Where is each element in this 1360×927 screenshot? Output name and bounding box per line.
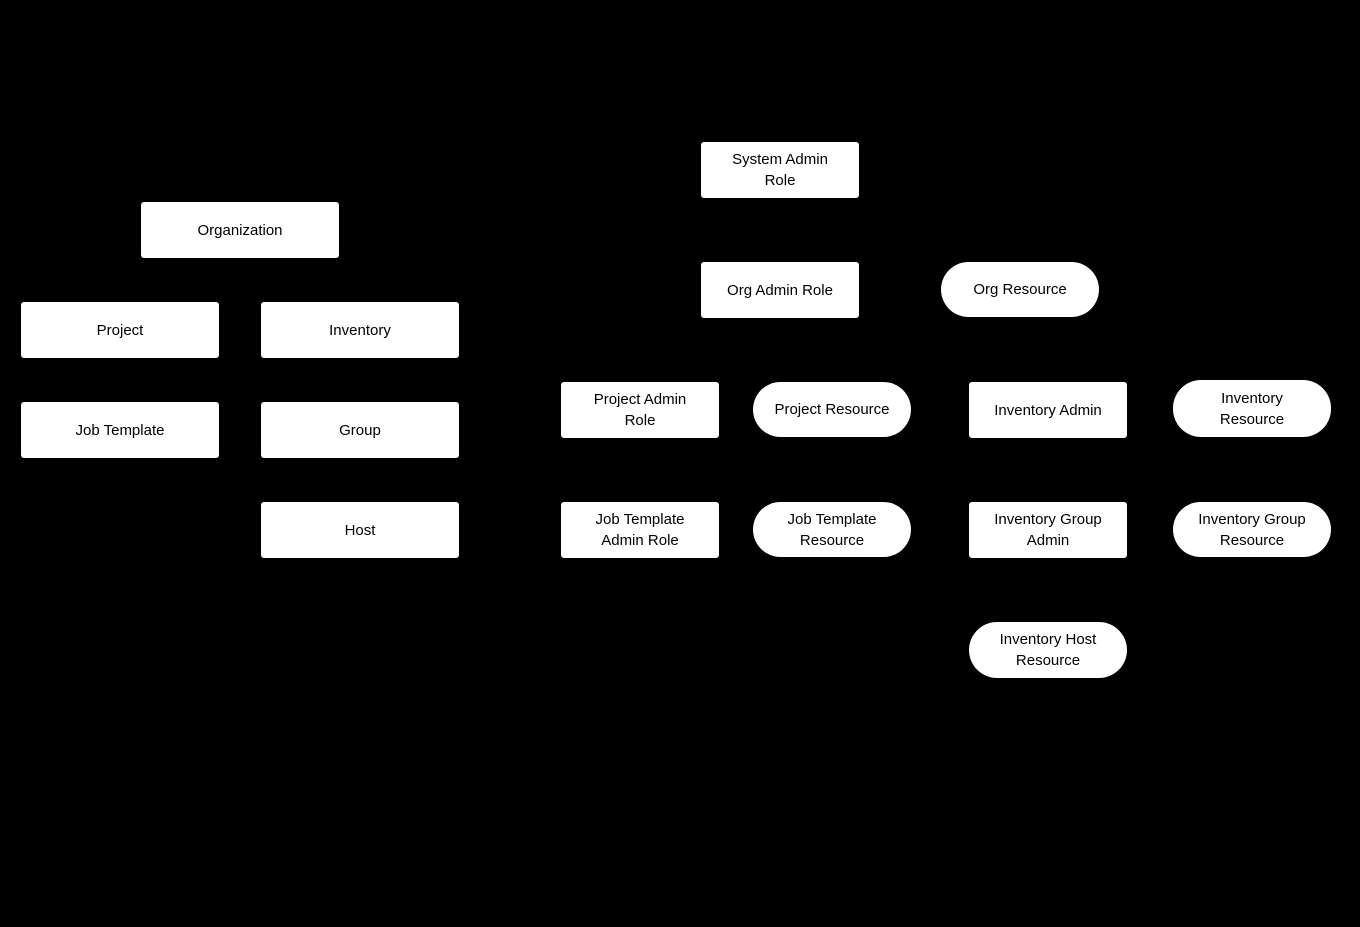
node-org-resource: Org Resource xyxy=(941,262,1099,317)
node-org-admin-role: Org Admin Role xyxy=(701,262,859,318)
node-project: Project xyxy=(21,302,219,358)
node-inventory-group-resource: Inventory Group Resource xyxy=(1173,502,1331,557)
node-project-resource: Project Resource xyxy=(753,382,911,437)
node-inventory-group-admin: Inventory Group Admin xyxy=(969,502,1127,558)
node-job-template-resource: Job Template Resource xyxy=(753,502,911,557)
node-inventory-host-resource: Inventory Host Resource xyxy=(969,622,1127,678)
node-project-admin-role: Project Admin Role xyxy=(561,382,719,438)
node-host: Host xyxy=(261,502,459,558)
node-system-admin-role: System Admin Role xyxy=(701,142,859,198)
node-job-template-admin-role: Job Template Admin Role xyxy=(561,502,719,558)
node-inventory-admin: Inventory Admin xyxy=(969,382,1127,438)
node-inventory: Inventory xyxy=(261,302,459,358)
node-organization: Organization xyxy=(141,202,339,258)
node-job-template: Job Template xyxy=(21,402,219,458)
node-inventory-resource: Inventory Resource xyxy=(1173,380,1331,437)
node-group: Group xyxy=(261,402,459,458)
